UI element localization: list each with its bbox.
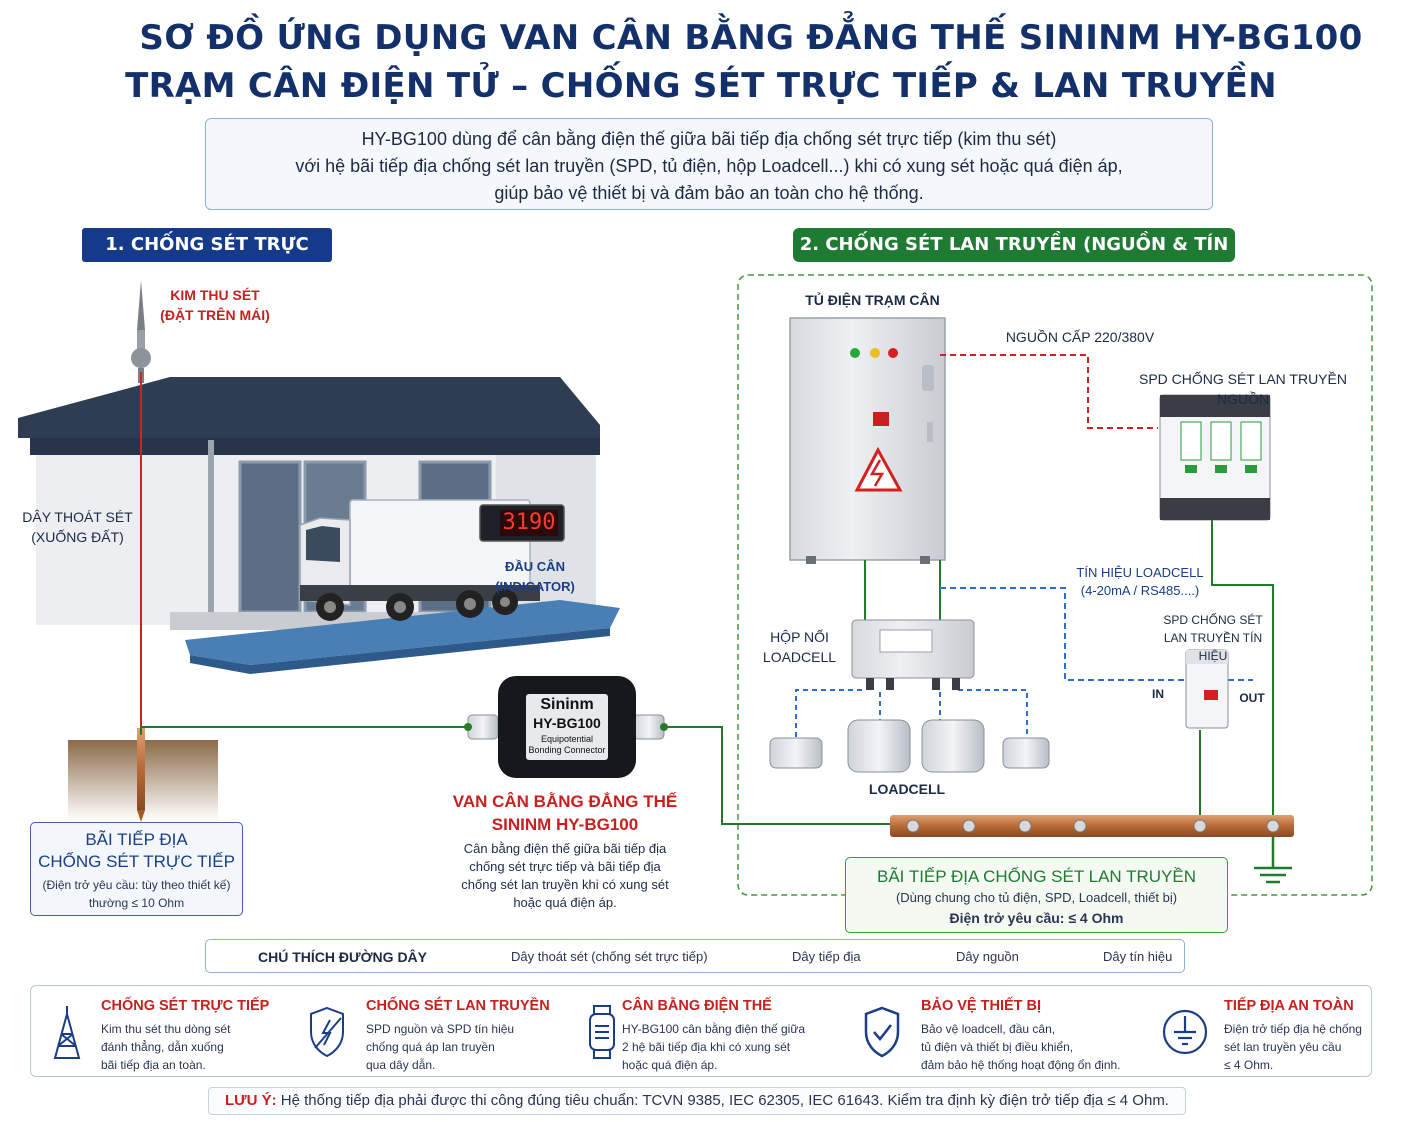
- indicator-label: ĐẦU CÂN(INDICATOR): [495, 559, 575, 594]
- ground-symbol: [1254, 837, 1292, 884]
- ground-wire-right: [660, 726, 895, 825]
- loadcell-label: LOADCELL: [868, 781, 946, 797]
- legend-item-lightning: Dây thoát sét (chống sét trực tiếp): [511, 949, 708, 964]
- device-label: Sininm HY-BG100 Equipotential Bonding Co…: [526, 696, 608, 756]
- feature-item: CHỐNG SÉT TRỰC TIẾP Kim thu sét thu dòng…: [31, 986, 289, 1078]
- intro-box: HY-BG100 dùng để cân bằng điện thế giữa …: [205, 118, 1213, 210]
- device-sub: Equipotential: [540, 734, 594, 744]
- note-bar: LƯU Ý: Hệ thống tiếp địa phải được thi c…: [208, 1087, 1186, 1115]
- features-panel: CHỐNG SÉT TRỰC TIẾP Kim thu sét thu dòng…: [30, 985, 1372, 1077]
- intro-line: với hệ bãi tiếp địa chống sét lan truyền…: [295, 156, 1123, 176]
- ground-symbol-icon: [1162, 1009, 1208, 1055]
- loadcells: [769, 719, 1050, 773]
- power-label: NGUỒN CẤP 220/380V: [1005, 329, 1155, 345]
- feature-title: TIẾP ĐỊA AN TOÀN: [1224, 998, 1354, 1014]
- electrical-cabinet: [789, 317, 946, 564]
- feature-title: BẢO VỆ THIẾT BỊ: [921, 998, 1042, 1014]
- legend-item-ground: Dây tiếp địa: [792, 949, 861, 964]
- bonding-device-icon: [589, 1005, 615, 1059]
- weigh-station-building: [18, 377, 600, 630]
- junction-box: [851, 619, 975, 690]
- page-title-line2: TRẠM CÂN ĐIỆN TỬ – CHỐNG SÉT TRỰC TIẾP &…: [125, 66, 1277, 106]
- signal-label: TÍN HIỆU LOADCELL(4-20mA / RS485....): [1076, 565, 1204, 598]
- legend-item-signal: Dây tín hiệu: [1103, 949, 1173, 964]
- propagation-ground-desc: (Dùng chung cho tủ điện, SPD, Loadcell, …: [895, 890, 1178, 905]
- indicator-display: [479, 504, 565, 542]
- feature-title: CÂN BẰNG ĐIỆN THẾ: [622, 998, 772, 1014]
- legend-box: CHÚ THÍCH ĐƯỜNG DÂY Dây thoát sét (chống…: [205, 939, 1185, 973]
- section1-label: 1. CHỐNG SÉT TRỰC TIẾP: [82, 228, 332, 289]
- rod-label: KIM THU SÉT(ĐẶT TRÊN MÁI): [160, 287, 270, 323]
- feature-desc: Bảo vệ loadcell, đầu cân,tủ điện và thiế…: [921, 1022, 1121, 1072]
- truck: [299, 499, 540, 621]
- intro-line: giúp bảo vệ thiết bị và đảm bảo an toàn …: [494, 183, 924, 203]
- note-prefix: LƯU Ý:: [225, 1092, 277, 1109]
- cabinet-label: TỦ ĐIỆN TRẠM CÂN: [805, 292, 940, 308]
- feature-title: CHỐNG SÉT TRỰC TIẾP: [101, 998, 270, 1014]
- device-brand: Sininm: [540, 696, 594, 713]
- spd-power-device: [1159, 394, 1271, 521]
- hy-bg100-device: [464, 676, 668, 778]
- section2-label: 2. CHỐNG SÉT LAN TRUYỀN (NGUỒN & TÍN HIỆ…: [793, 228, 1235, 289]
- copper-ground-bar: [890, 815, 1294, 837]
- signal-line: [940, 587, 1186, 681]
- feature-item: TIẾP ĐỊA AN TOÀN Điện trở tiếp địa hệ ch…: [1149, 986, 1371, 1078]
- device-model: HY-BG100: [533, 715, 601, 731]
- out-label: OUT: [1239, 691, 1265, 705]
- shield-lightning-icon: [310, 1006, 344, 1058]
- weigh-bridge: [185, 600, 620, 674]
- page-title-line1: SƠ ĐỒ ỨNG DỤNG VAN CÂN BẰNG ĐẲNG THẾ SIN…: [139, 18, 1363, 58]
- feature-title: CHỐNG SÉT LAN TRUYỀN: [366, 998, 550, 1014]
- feature-item: BẢO VỆ THIẾT BỊ Bảo vệ loadcell, đầu cân…: [846, 986, 1146, 1078]
- propagation-ground-req: Điện trở yêu cầu: ≤ 4 Ohm: [949, 910, 1124, 926]
- feature-item: CHỐNG SÉT LAN TRUYỀN SPD nguồn và SPD tí…: [291, 986, 581, 1078]
- spd-power-label: SPD CHỐNG SÉT LAN TRUYỀN NGUỒN: [1139, 371, 1347, 407]
- device-sub: Bonding Connector: [528, 745, 606, 755]
- intro-line: HY-BG100 dùng để cân bằng điện thế giữa …: [361, 129, 1057, 149]
- in-label: IN: [1152, 687, 1164, 701]
- lightning-tower-icon: [53, 1006, 81, 1059]
- feature-item: CÂN BẰNG ĐIỆN THẾ HY-BG100 cân bằng điện…: [566, 986, 856, 1078]
- propagation-ground-box: BÃI TIẾP ĐỊA CHỐNG SÉT LAN TRUYỀN (Dùng …: [845, 857, 1228, 933]
- ground-wire-left: [140, 726, 468, 735]
- legend-title: CHÚ THÍCH ĐƯỜNG DÂY: [258, 949, 427, 965]
- ground-rod: [137, 728, 145, 810]
- shield-check-icon: [864, 1006, 900, 1058]
- indicator-value: 3190: [502, 510, 556, 535]
- legend-item-power: Dây nguồn: [956, 949, 1019, 964]
- spd-signal-device: [1185, 649, 1229, 729]
- propagation-ground-title: BÃI TIẾP ĐỊA CHỐNG SÉT LAN TRUYỀN: [877, 867, 1196, 886]
- note-text: Hệ thống tiếp địa phải được thi công đún…: [276, 1092, 1169, 1109]
- down-conductor-label: DÂY THOÁT SÉT(XUỐNG ĐẤT): [22, 509, 133, 545]
- power-line: [940, 354, 1158, 429]
- direct-ground-desc: (Điện trở yêu cầu: tùy theo thiết kế)thư…: [42, 878, 231, 910]
